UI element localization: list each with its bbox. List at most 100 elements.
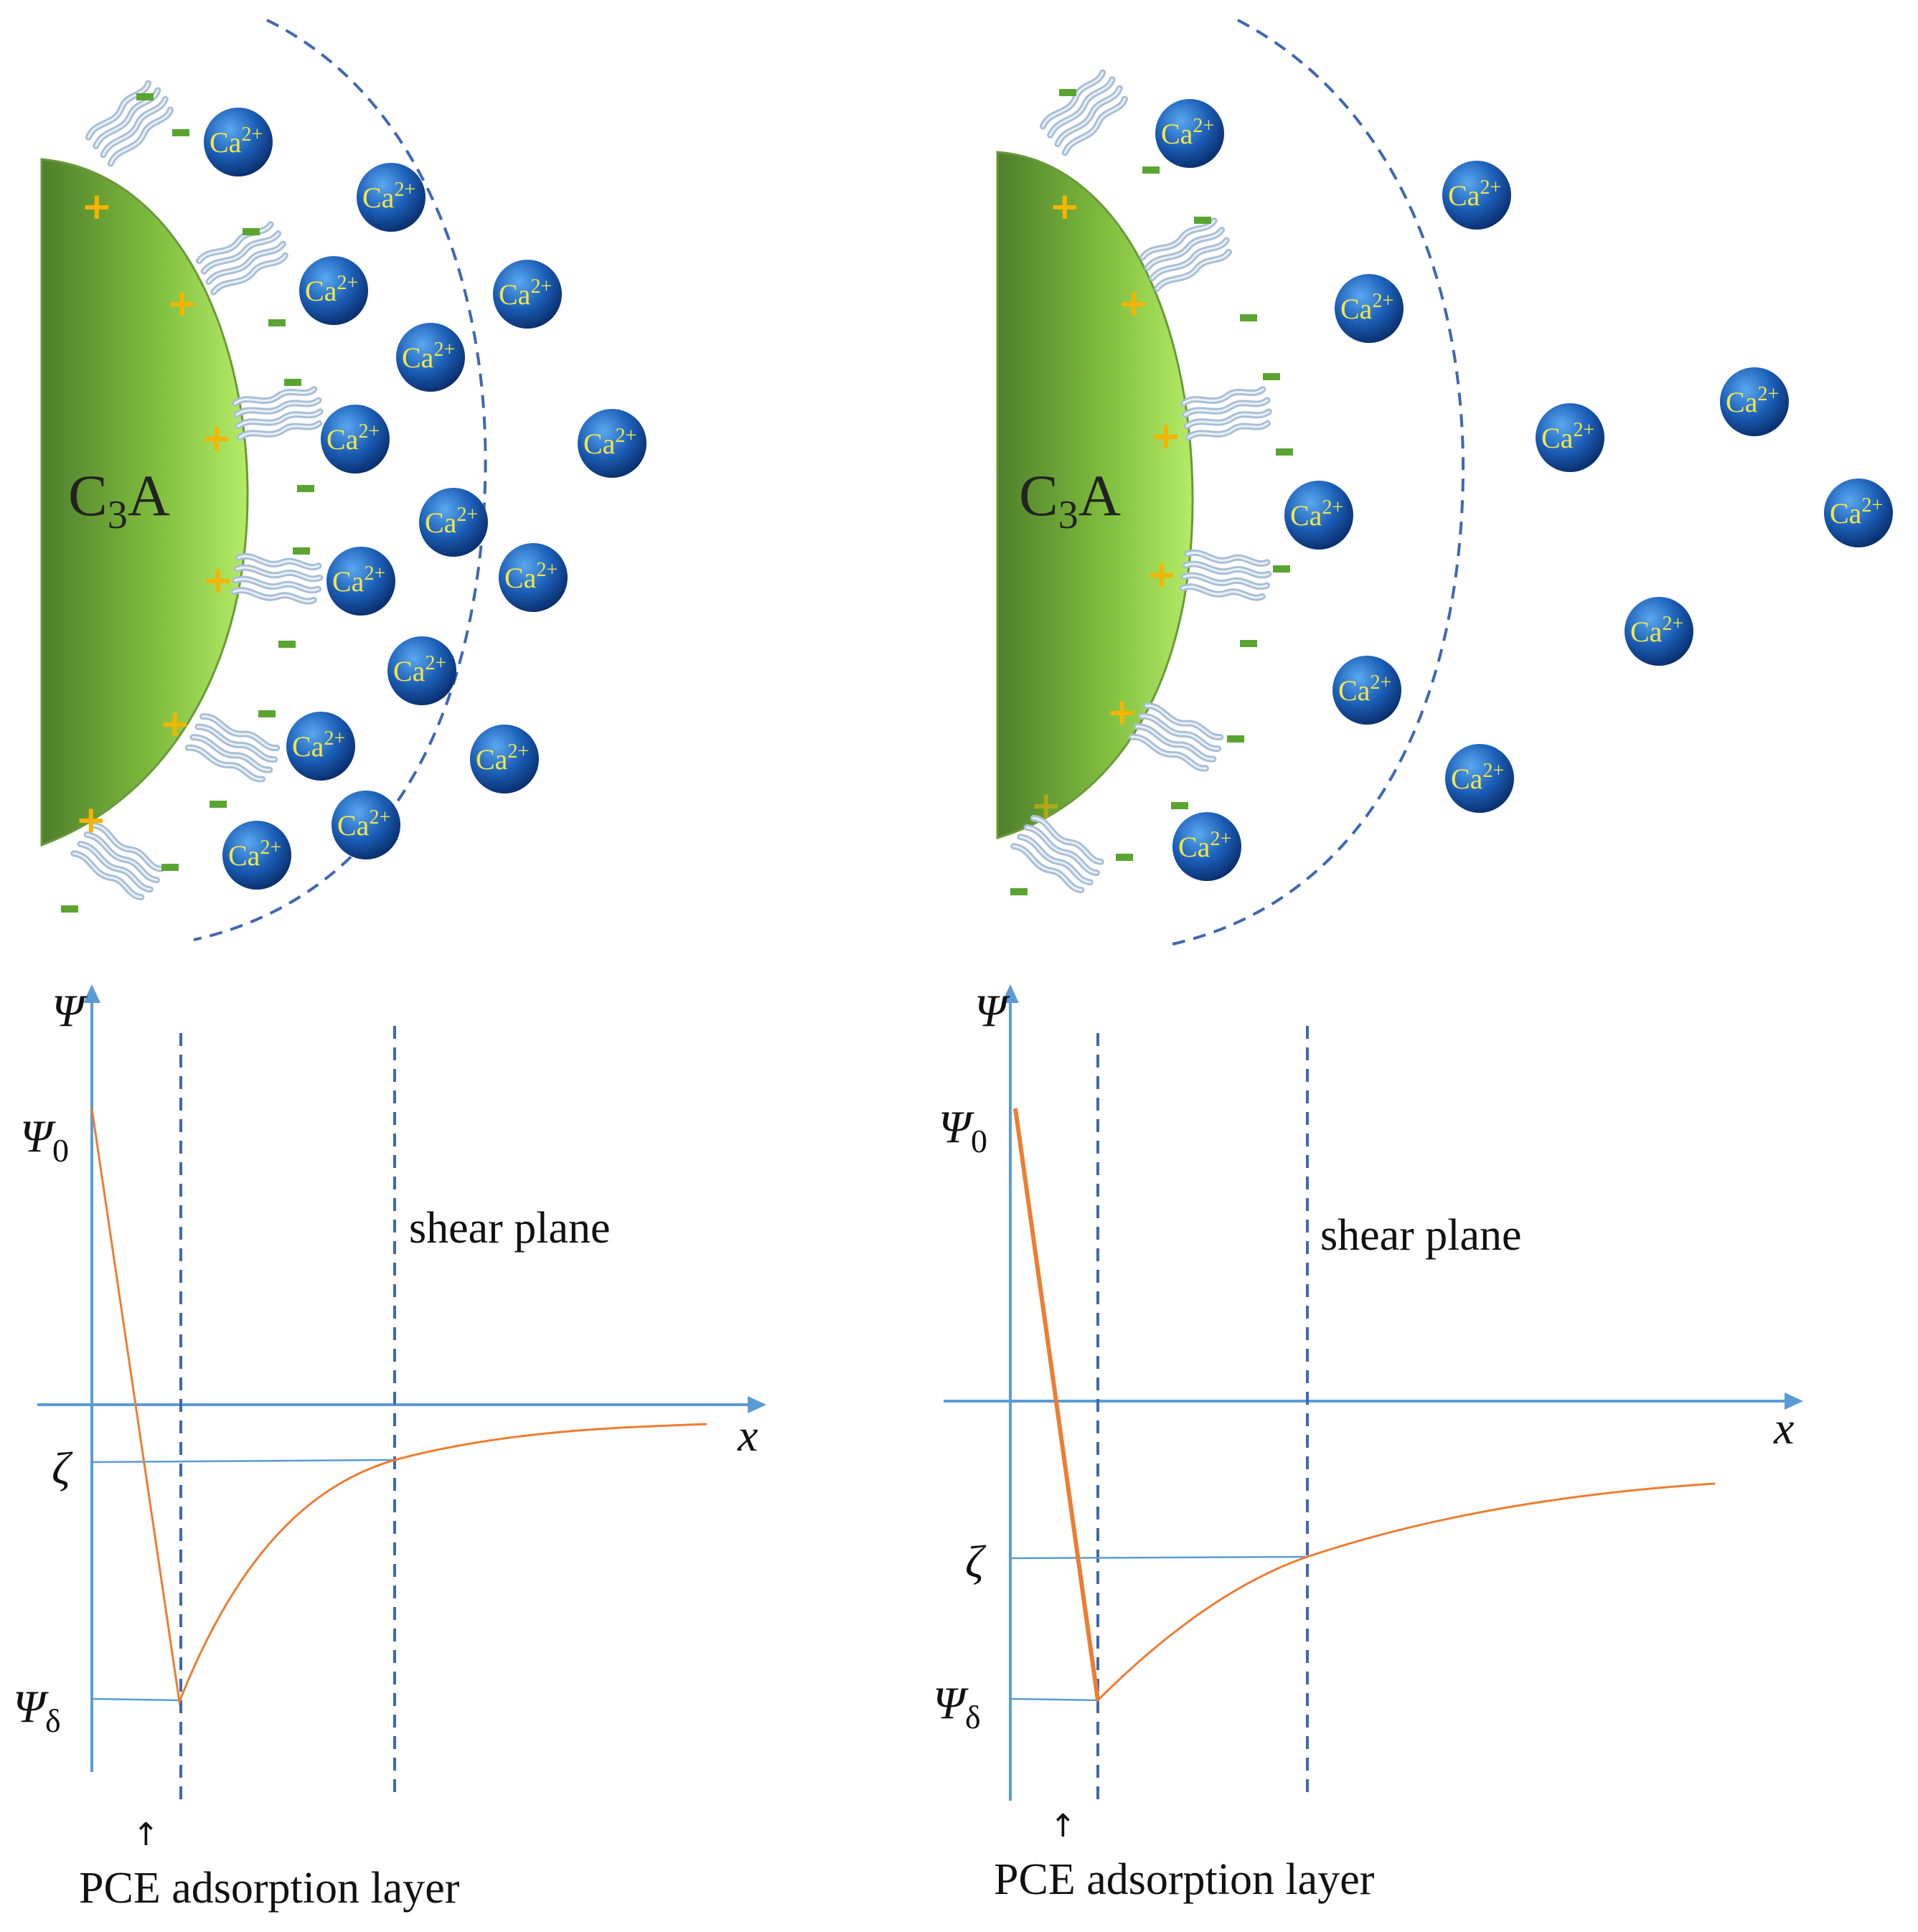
- svg-text:Ca2+: Ca2+: [402, 339, 455, 374]
- potential-drop-emphasis-right: [1013, 1108, 1100, 1701]
- adsorption-arrow-right: ↑: [1050, 1808, 1076, 1844]
- surface-plus-charges-left: + + + + + +: [75, 185, 234, 842]
- y-axis-arrowhead: [1002, 984, 1019, 1003]
- ca-ion: Ca2+: [1332, 656, 1401, 725]
- svg-text:Ca2+: Ca2+: [1161, 115, 1214, 150]
- plus-charge: +: [201, 417, 232, 460]
- ca-ions-right: Ca2+ Ca2+ Ca2+ Ca2+ Ca2+ Ca2+ Ca2+ Ca2+ …: [1155, 99, 1893, 881]
- ca-ion: Ca2+: [1284, 481, 1353, 550]
- zeta-ref-line-right: [1010, 1555, 1308, 1560]
- svg-text:Ca2+: Ca2+: [1451, 760, 1504, 795]
- minus-charges-right: [1010, 89, 1293, 895]
- ca-ion: Ca2+: [493, 260, 562, 329]
- plus-charge: +: [1150, 415, 1182, 458]
- minus-charge: [293, 547, 310, 555]
- x-axis-symbol-left: x: [737, 1410, 758, 1461]
- svg-text:Ca2+: Ca2+: [332, 562, 385, 598]
- c3a-particle-right: [996, 151, 1194, 840]
- plus-charge: +: [1049, 185, 1081, 228]
- surface-plus-charges-right: + + + + + +: [1030, 185, 1182, 827]
- minus-charge: [1240, 314, 1257, 321]
- psi-delta-label-right: Ψδ: [933, 1677, 981, 1735]
- ca-ion: Ca2+: [499, 543, 568, 612]
- shear-boundary-arc-right: [1165, 19, 1465, 947]
- svg-text:Ca2+: Ca2+: [425, 504, 478, 539]
- ca-ion: Ca2+: [1335, 274, 1404, 343]
- ca-ion: Ca2+: [286, 712, 355, 781]
- minus-charge: [1142, 166, 1160, 174]
- minus-charge: [1171, 802, 1188, 809]
- y-axis-symbol-left: Ψ: [52, 985, 88, 1036]
- ca-ion: Ca2+: [321, 405, 390, 473]
- left-potential-plot: Ψ x Ψ0 ζ Ψδ shear plane ↑ PCE adsorption…: [13, 984, 766, 1913]
- zeta-ref-line-left: [91, 1459, 395, 1464]
- svg-text:Ca2+: Ca2+: [1340, 290, 1393, 325]
- svg-text:Ca2+: Ca2+: [1448, 176, 1501, 212]
- svg-text:Ca2+: Ca2+: [1338, 672, 1391, 707]
- plus-charge: +: [1106, 691, 1138, 734]
- minus-charge: [210, 801, 227, 808]
- c3a-label-left: C3A: [68, 463, 170, 537]
- adsorption-layer-label-left: PCE adsorption layer: [79, 1864, 460, 1913]
- shear-boundary-arc-left: [193, 19, 487, 941]
- right-particle-illustration: C3A + + + + + +: [996, 19, 1893, 947]
- psi-delta-label-left: Ψδ: [13, 1681, 61, 1739]
- plus-charge: +: [1030, 784, 1062, 827]
- svg-text:Ca2+: Ca2+: [210, 123, 263, 159]
- zeta-label-right: ζ: [965, 1536, 987, 1587]
- svg-text:Ca2+: Ca2+: [583, 425, 636, 460]
- ca-ion: Ca2+: [332, 791, 400, 859]
- ca-ion: Ca2+: [1445, 744, 1514, 813]
- svg-text:Ca2+: Ca2+: [1541, 419, 1594, 454]
- ca-ion: Ca2+: [470, 725, 539, 793]
- ca-ion: Ca2+: [1172, 812, 1241, 881]
- minus-charge: [1263, 373, 1280, 380]
- left-particle-illustration: C3A + + + + + +: [40, 19, 647, 941]
- ca-ion: Ca2+: [1536, 403, 1604, 472]
- zeta-label-left: ζ: [52, 1443, 73, 1494]
- svg-text:Ca2+: Ca2+: [228, 837, 281, 872]
- plus-charge: +: [81, 185, 113, 228]
- shear-plane-label-right: shear plane: [1320, 1211, 1522, 1260]
- svg-text:Ca2+: Ca2+: [476, 740, 529, 776]
- ca-ion: Ca2+: [1155, 99, 1224, 168]
- x-axis-arrowhead: [1785, 1393, 1803, 1410]
- ca-ions-left: Ca2+ Ca2+ Ca2+ Ca2+ Ca2+ Ca2+ Ca2+ Ca2+ …: [204, 108, 647, 890]
- psi0-label-left: Ψ0: [20, 1111, 69, 1169]
- c3a-particle-left: [40, 158, 249, 847]
- ca-ion: Ca2+: [299, 256, 368, 325]
- minus-charge: [61, 905, 78, 913]
- svg-text:Ca2+: Ca2+: [504, 559, 558, 594]
- minus-charge: [1059, 89, 1076, 96]
- y-axis-symbol-right: Ψ: [974, 985, 1010, 1036]
- minus-charge: [172, 129, 189, 136]
- ca-ion: Ca2+: [1442, 161, 1511, 230]
- plus-charge: +: [159, 702, 191, 745]
- svg-text:Ca2+: Ca2+: [305, 272, 358, 307]
- plus-charge: +: [166, 282, 198, 325]
- svg-text:Ca2+: Ca2+: [1830, 494, 1883, 529]
- ca-ion: Ca2+: [396, 323, 465, 392]
- minus-charge: [161, 864, 179, 871]
- svg-text:Ca2+: Ca2+: [1726, 383, 1779, 418]
- svg-text:Ca2+: Ca2+: [1178, 828, 1231, 863]
- svg-text:Ca2+: Ca2+: [326, 420, 380, 456]
- ca-ion: Ca2+: [1625, 597, 1693, 666]
- adsorption-layer-label-right: PCE adsorption layer: [994, 1855, 1375, 1904]
- svg-text:Ca2+: Ca2+: [393, 652, 446, 687]
- minus-charge: [1276, 448, 1293, 456]
- potential-curve-left: [90, 1108, 708, 1706]
- minus-charge: [136, 93, 154, 100]
- plus-charge: +: [75, 798, 107, 842]
- minus-charge: [1010, 888, 1028, 895]
- svg-text:Ca2+: Ca2+: [1630, 613, 1683, 648]
- plus-charge: +: [202, 559, 234, 602]
- x-axis-arrowhead: [748, 1396, 766, 1413]
- svg-text:Ca2+: Ca2+: [499, 275, 552, 311]
- ca-ion: Ca2+: [578, 409, 647, 478]
- ca-ion: Ca2+: [387, 636, 456, 705]
- ca-ion: Ca2+: [1720, 367, 1789, 436]
- minus-charge: [1227, 735, 1244, 743]
- minus-charges-left: [61, 93, 314, 913]
